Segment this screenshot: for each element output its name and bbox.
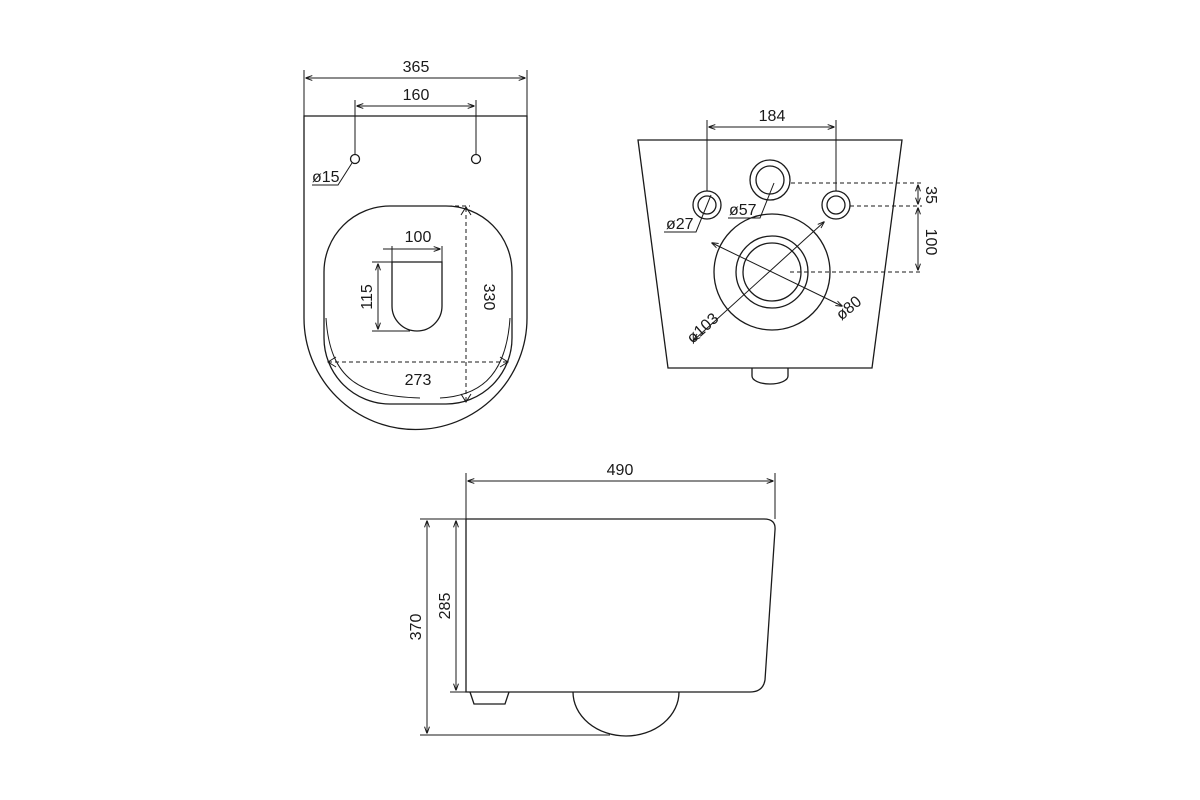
dim-label-hole-offset: 35	[922, 186, 939, 204]
rear-view: 184 ø27 ø57 35 100 ø103 ø80	[637, 108, 939, 385]
outlet-shape	[391, 261, 443, 332]
water-inlet-inner	[755, 165, 785, 195]
dim-label-outlet-depth: 115	[359, 284, 376, 310]
dim-label-bowl-width: 273	[405, 372, 432, 389]
inner-bowl-line	[325, 317, 421, 399]
side-view-outline	[465, 518, 776, 693]
dim-label-outlet-outer: ø103	[684, 310, 723, 347]
top-view: 365 160 ø15 100 115 330 273	[303, 59, 528, 431]
dim-label-outlet-width: 100	[405, 229, 432, 246]
dim-label-water-inlet: ø57	[729, 202, 757, 219]
dim-label-bowl-length: 330	[480, 284, 497, 311]
side-hole-right-outer	[821, 190, 851, 220]
dim-label-side-hole: ø27	[666, 216, 694, 233]
side-view: 490 370 285	[408, 462, 776, 737]
dim-label-pipe-spacing: 184	[759, 108, 786, 125]
top-view-outline	[303, 115, 528, 431]
side-foot	[469, 691, 510, 705]
leader-water-inlet	[728, 182, 775, 219]
mount-hole-left	[349, 153, 361, 165]
dim-label-outlet-offset: 100	[922, 229, 939, 256]
side-bowl-base	[572, 691, 680, 737]
dim-label-overall-length: 490	[607, 462, 634, 479]
dim-label-overall-height: 370	[408, 614, 425, 641]
water-inlet-outer	[749, 159, 791, 201]
dim-label-overall-width: 365	[403, 59, 430, 76]
mount-hole-right	[470, 153, 482, 165]
dim-line-80	[712, 243, 842, 306]
side-hole-right-inner	[826, 195, 846, 215]
dim-label-mount-spacing: 160	[403, 87, 430, 104]
rear-view-outline	[637, 139, 903, 369]
side-hole-left-inner	[697, 195, 717, 215]
dim-label-mount-hole: ø15	[312, 169, 340, 186]
inner-bowl-line-right	[439, 317, 511, 399]
rear-foot	[751, 368, 789, 385]
dim-label-outlet-inner: ø80	[833, 293, 865, 324]
seat-outline	[323, 205, 513, 405]
dim-label-rim-height: 285	[437, 593, 454, 620]
leader-mount-hole	[312, 162, 353, 186]
